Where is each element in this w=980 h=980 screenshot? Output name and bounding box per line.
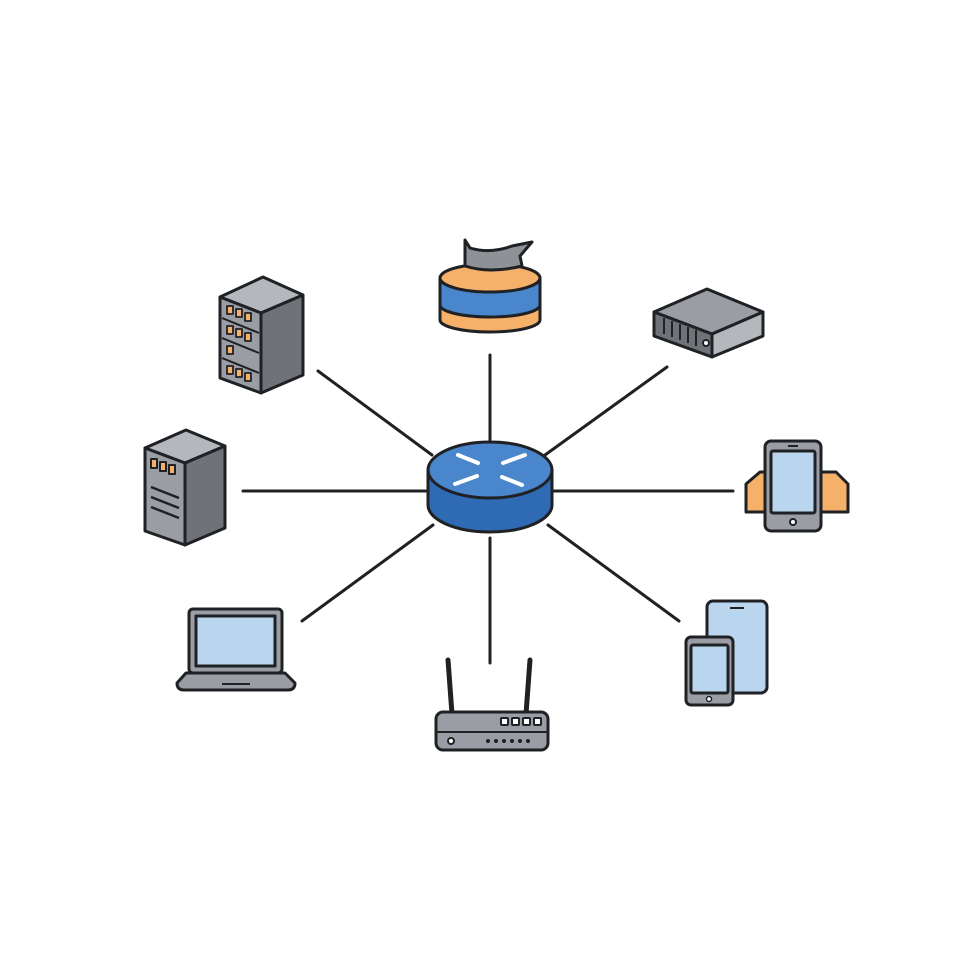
server-tower-icon	[143, 428, 227, 547]
router-hub-icon	[426, 440, 554, 534]
laptop-icon	[175, 607, 297, 692]
link-dvr	[543, 365, 669, 457]
dvr-box-icon	[652, 287, 765, 359]
server-rack-icon	[218, 275, 305, 395]
link-mobile-devices	[546, 523, 681, 623]
link-server-rack	[316, 369, 434, 457]
database-icon	[438, 238, 542, 334]
smartphone-stand-icon	[744, 439, 850, 533]
link-laptop	[300, 523, 435, 623]
connections	[241, 353, 735, 665]
wifi-router-icon	[434, 657, 550, 752]
phone-tablet-icon	[684, 599, 769, 707]
